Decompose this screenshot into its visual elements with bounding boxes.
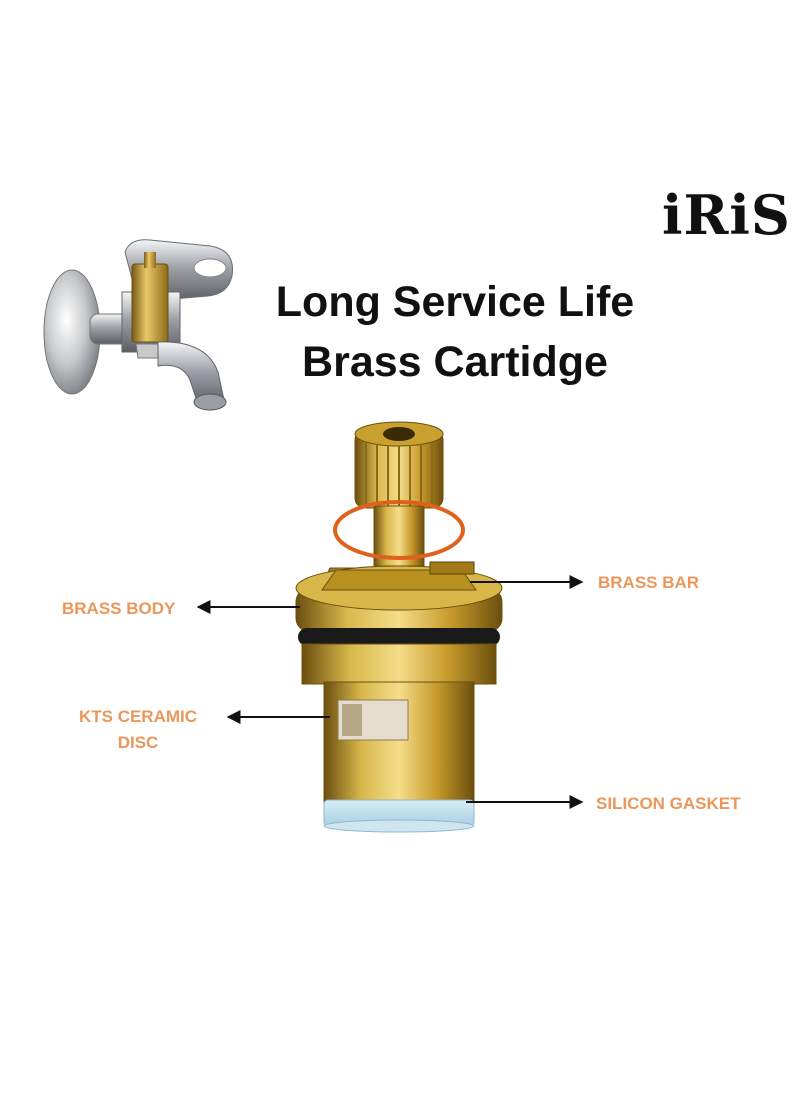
headline-line-2: Brass Cartidge <box>302 338 608 386</box>
headline-line-1: Long Service Life <box>275 278 635 326</box>
brand-logo: iRiS <box>662 183 791 247</box>
label-brass-body: BRASS BODY <box>62 599 176 618</box>
label-brass-bar: BRASS BAR <box>598 573 700 592</box>
label-silicon-gasket: SILICON GASKET <box>596 794 741 813</box>
label-kts-line-2: DISC <box>117 733 159 752</box>
headline: Long Service Life Brass Cartidge <box>230 272 680 392</box>
cartridge-image <box>295 421 503 833</box>
faucet-image <box>43 239 234 411</box>
label-kts-ceramic-disc: KTS CERAMIC DISC <box>68 704 208 756</box>
label-kts-line-1: KTS CERAMIC <box>78 707 198 726</box>
